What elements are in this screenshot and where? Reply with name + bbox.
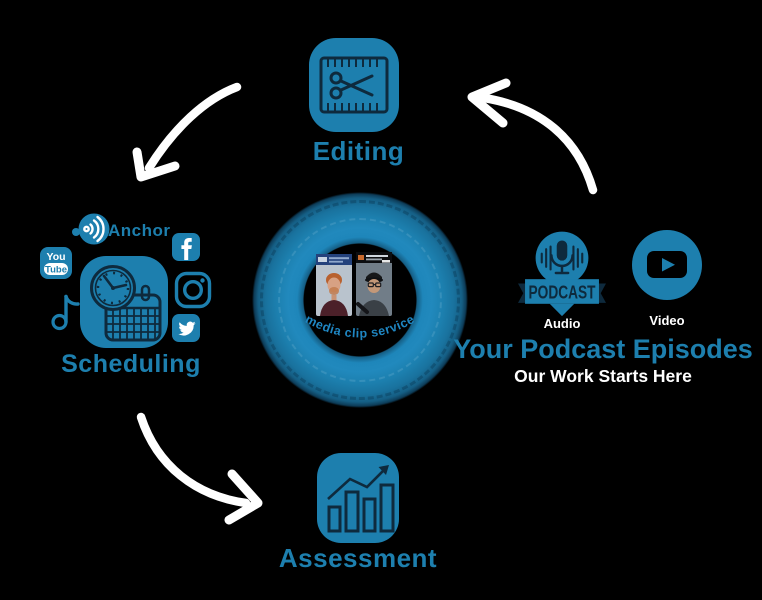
scheduling-icon [80,256,168,348]
editing-icon [309,38,399,132]
scheduling-label: Scheduling [61,350,201,378]
tiktok-icon [51,294,80,331]
center-caption-arc: media clip service [303,312,417,341]
center-brand-circle: media clip service [252,192,468,408]
audio-label: Audio [543,316,581,331]
assessment-icon [317,453,399,543]
facebook-icon [172,233,200,261]
scissors-glyph [329,71,374,100]
video-label: Video [649,313,685,328]
svg-text:media clip service: media clip service [303,312,417,341]
svg-text:Tube: Tube [45,264,67,275]
anchor-icon [72,213,110,245]
youtube-icon: You Tube [40,247,72,279]
twitter-icon [172,314,200,342]
svg-text:You: You [46,251,65,263]
assessment-label: Assessment [278,543,438,573]
podcast-badge-text: PODCAST [529,282,596,303]
center-caption: media clip service [303,312,416,341]
podcast-heading: Your Podcast Episodes [453,334,753,364]
instagram-icon [174,271,212,309]
video-still-left [316,254,352,316]
video-still-right [356,252,392,316]
editing-label: Editing [312,136,405,166]
arrow-podcast-to-editing [467,78,598,195]
arrow-scheduling-to-assessment [136,412,263,525]
anchor-label: Anchor [108,221,171,240]
podcast-audio-logo: PODCAST [518,231,606,317]
podcast-subheading: Our Work Starts Here [514,366,692,386]
video-play-icon [632,230,702,300]
arrow-editing-to-scheduling [132,82,242,182]
